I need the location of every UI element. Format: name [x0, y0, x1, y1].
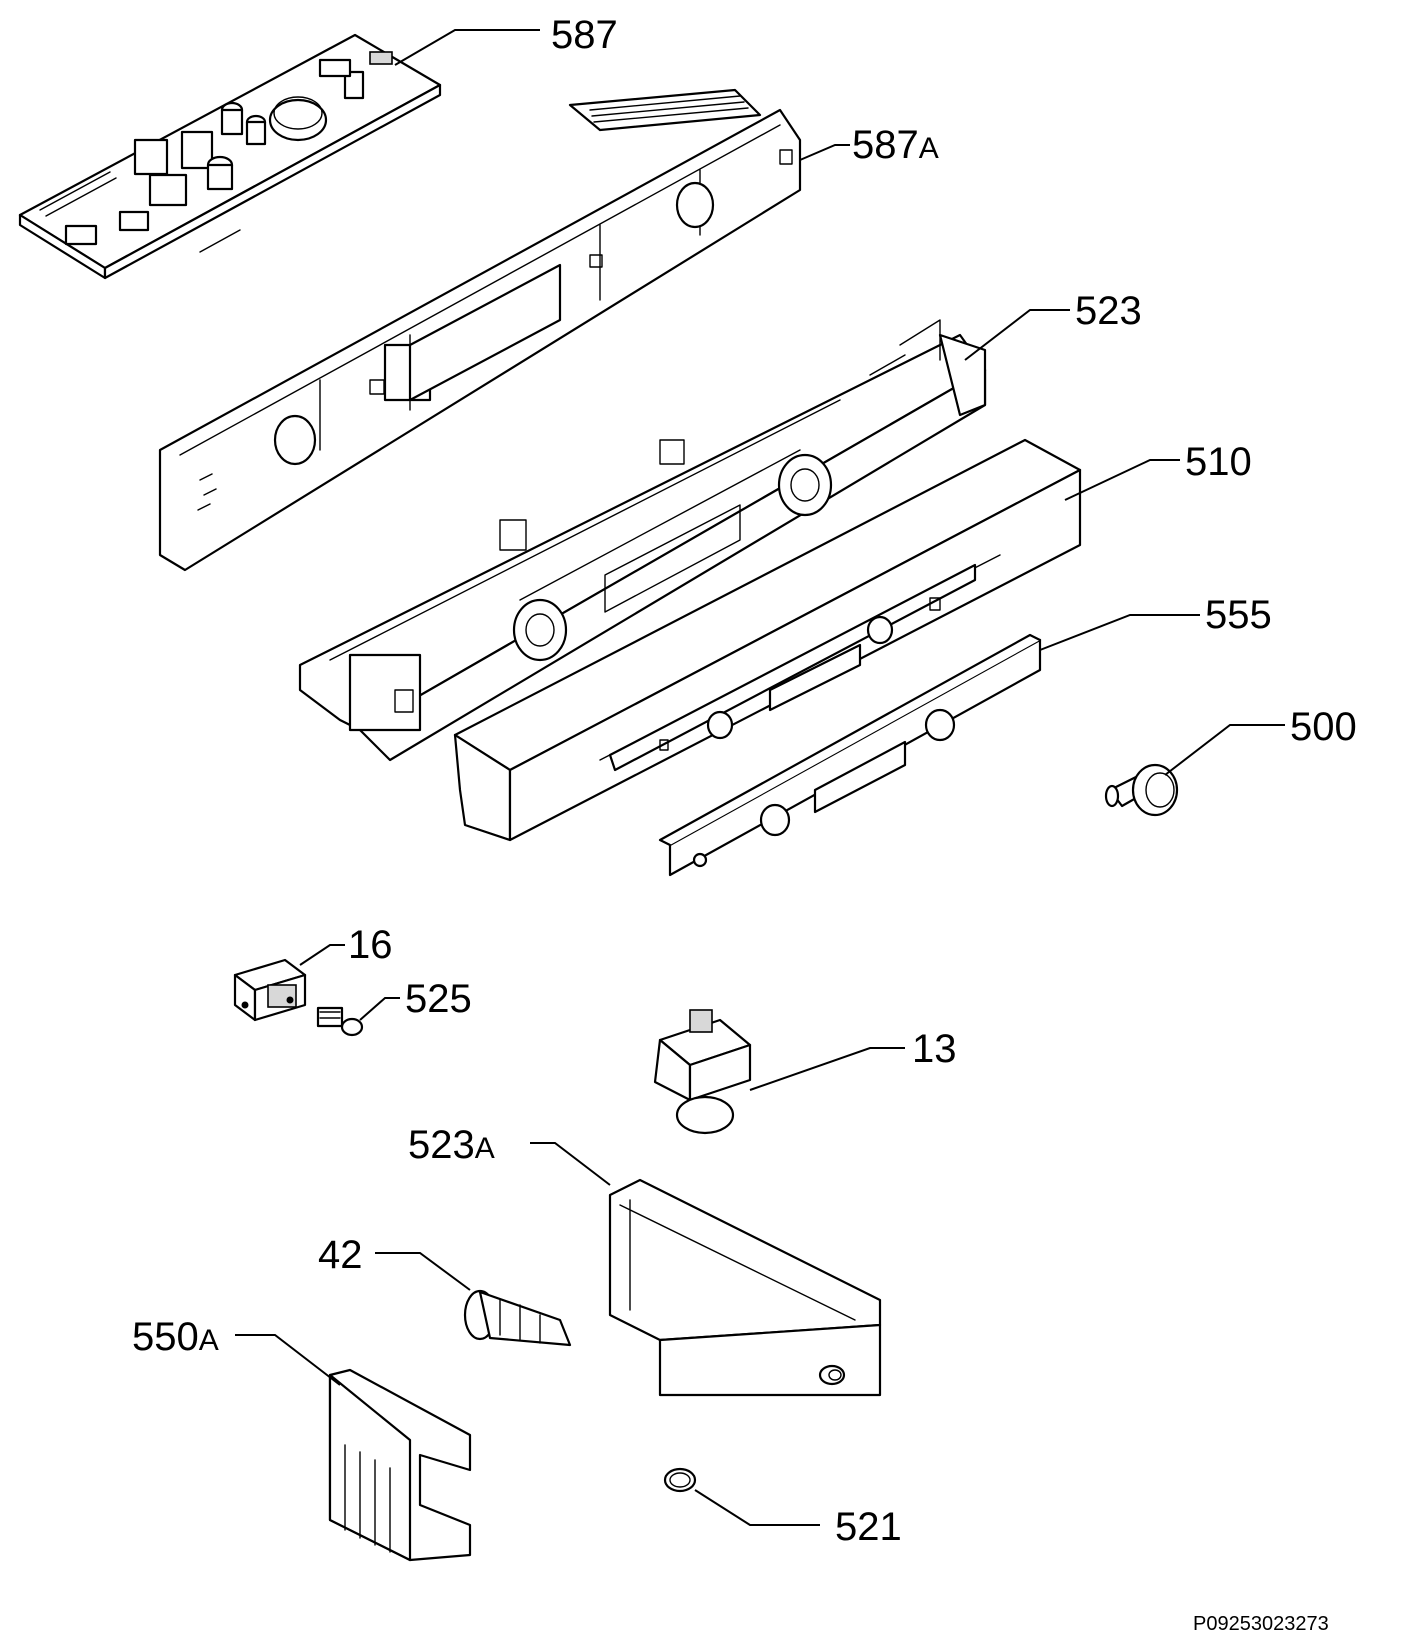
leader-lines [235, 29, 1285, 1526]
knob-500 [1104, 763, 1179, 817]
lamp-holder-42 [463, 1289, 572, 1347]
callout-13: 13 [912, 1027, 957, 1071]
switch-16 [233, 958, 307, 1022]
panel-frame-523 [298, 319, 987, 762]
circuit-board-587 [18, 33, 442, 280]
callout-525: 525 [405, 977, 472, 1021]
callout-521: 521 [835, 1505, 902, 1549]
pcb-carrier-587a [158, 88, 802, 572]
ring-521 [663, 1467, 697, 1493]
callout-510: 510 [1185, 440, 1252, 484]
callout-16: 16 [348, 923, 393, 967]
front-panel-510 [453, 438, 1082, 842]
callout-523a: 523A [408, 1123, 495, 1167]
lamp-525 [316, 1006, 364, 1037]
reference-code: P09253023273 [1193, 1613, 1329, 1635]
decor-plate-555 [658, 633, 1042, 877]
side-cap-550a [328, 1368, 472, 1562]
callout-550a: 550A [132, 1315, 219, 1359]
callout-523: 523 [1075, 289, 1142, 333]
callout-42: 42 [318, 1233, 363, 1277]
callout-587: 587 [551, 13, 618, 57]
end-cap-523a [608, 1178, 882, 1397]
thermostat-13 [653, 1009, 752, 1135]
callout-587a: 587A [852, 123, 939, 167]
callout-500: 500 [1290, 705, 1357, 749]
callout-555: 555 [1205, 593, 1272, 637]
